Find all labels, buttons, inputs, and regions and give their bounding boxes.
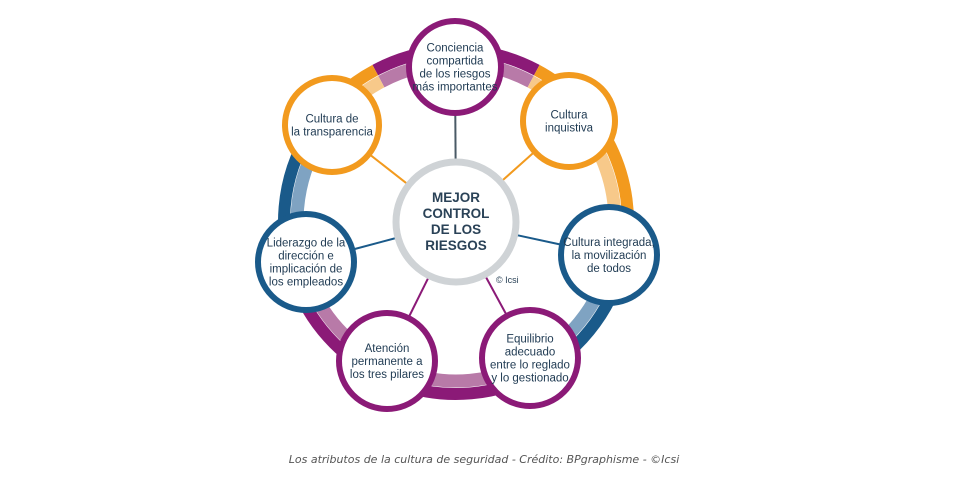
node-circle: [479, 307, 581, 409]
figure-caption: Los atributos de la cultura de seguridad…: [288, 453, 680, 466]
node-label-line: los tres pilares: [350, 369, 424, 381]
spoke-equilibrio: [484, 275, 508, 317]
spoke-transparencia: [368, 153, 408, 185]
node-label-line: entre lo reglado: [490, 360, 570, 372]
node-label-line: compartida: [427, 56, 484, 68]
node-circle: [406, 18, 504, 116]
center-label-line: RIESGOS: [425, 238, 487, 253]
node-label-line: Conciencia: [427, 43, 484, 55]
node-label-line: más importantes: [412, 82, 497, 94]
node-label-line: la transparencia: [291, 127, 373, 139]
node-label-line: Liderazgo de la: [267, 238, 346, 250]
node-circle: [255, 211, 357, 313]
node-label-line: adecuado: [505, 347, 556, 359]
node-label-line: Cultura de: [305, 114, 358, 126]
node-label-line: Cultura integrada,: [563, 237, 654, 249]
node-label-line: permanente a: [352, 356, 424, 368]
node-label-line: dirección e: [278, 251, 334, 263]
copyright-label: © Icsi: [496, 275, 519, 285]
node-label-line: de los riesgos: [420, 69, 491, 81]
node-label-line: Cultura: [550, 110, 588, 122]
spokes: [352, 112, 563, 319]
node-label-line: implicación de: [270, 264, 343, 276]
spoke-atencion: [407, 277, 430, 319]
node-label-line: la movilización: [572, 250, 647, 262]
node-label-line: Atención: [365, 343, 410, 355]
spoke-liderazgo: [352, 237, 397, 251]
node-label-line: y lo gestionado: [491, 373, 568, 385]
node-circle: [336, 310, 438, 412]
spoke-integrada: [516, 234, 563, 246]
center-ring: [392, 158, 520, 286]
node-label-line: de todos: [587, 263, 631, 275]
node-circle: [558, 204, 660, 306]
node-label-line: Equilibrio: [506, 334, 553, 346]
node-label-line: los empleados: [269, 277, 343, 289]
center-label-line: CONTROL: [423, 206, 490, 221]
center-label-line: DE LOS: [431, 222, 481, 237]
node-circle: [282, 75, 382, 175]
node-label-line: inquistiva: [545, 123, 594, 135]
center-label-line: MEJOR: [432, 190, 480, 205]
spoke-inquisitiva: [501, 150, 536, 182]
node-circle: [520, 72, 618, 170]
